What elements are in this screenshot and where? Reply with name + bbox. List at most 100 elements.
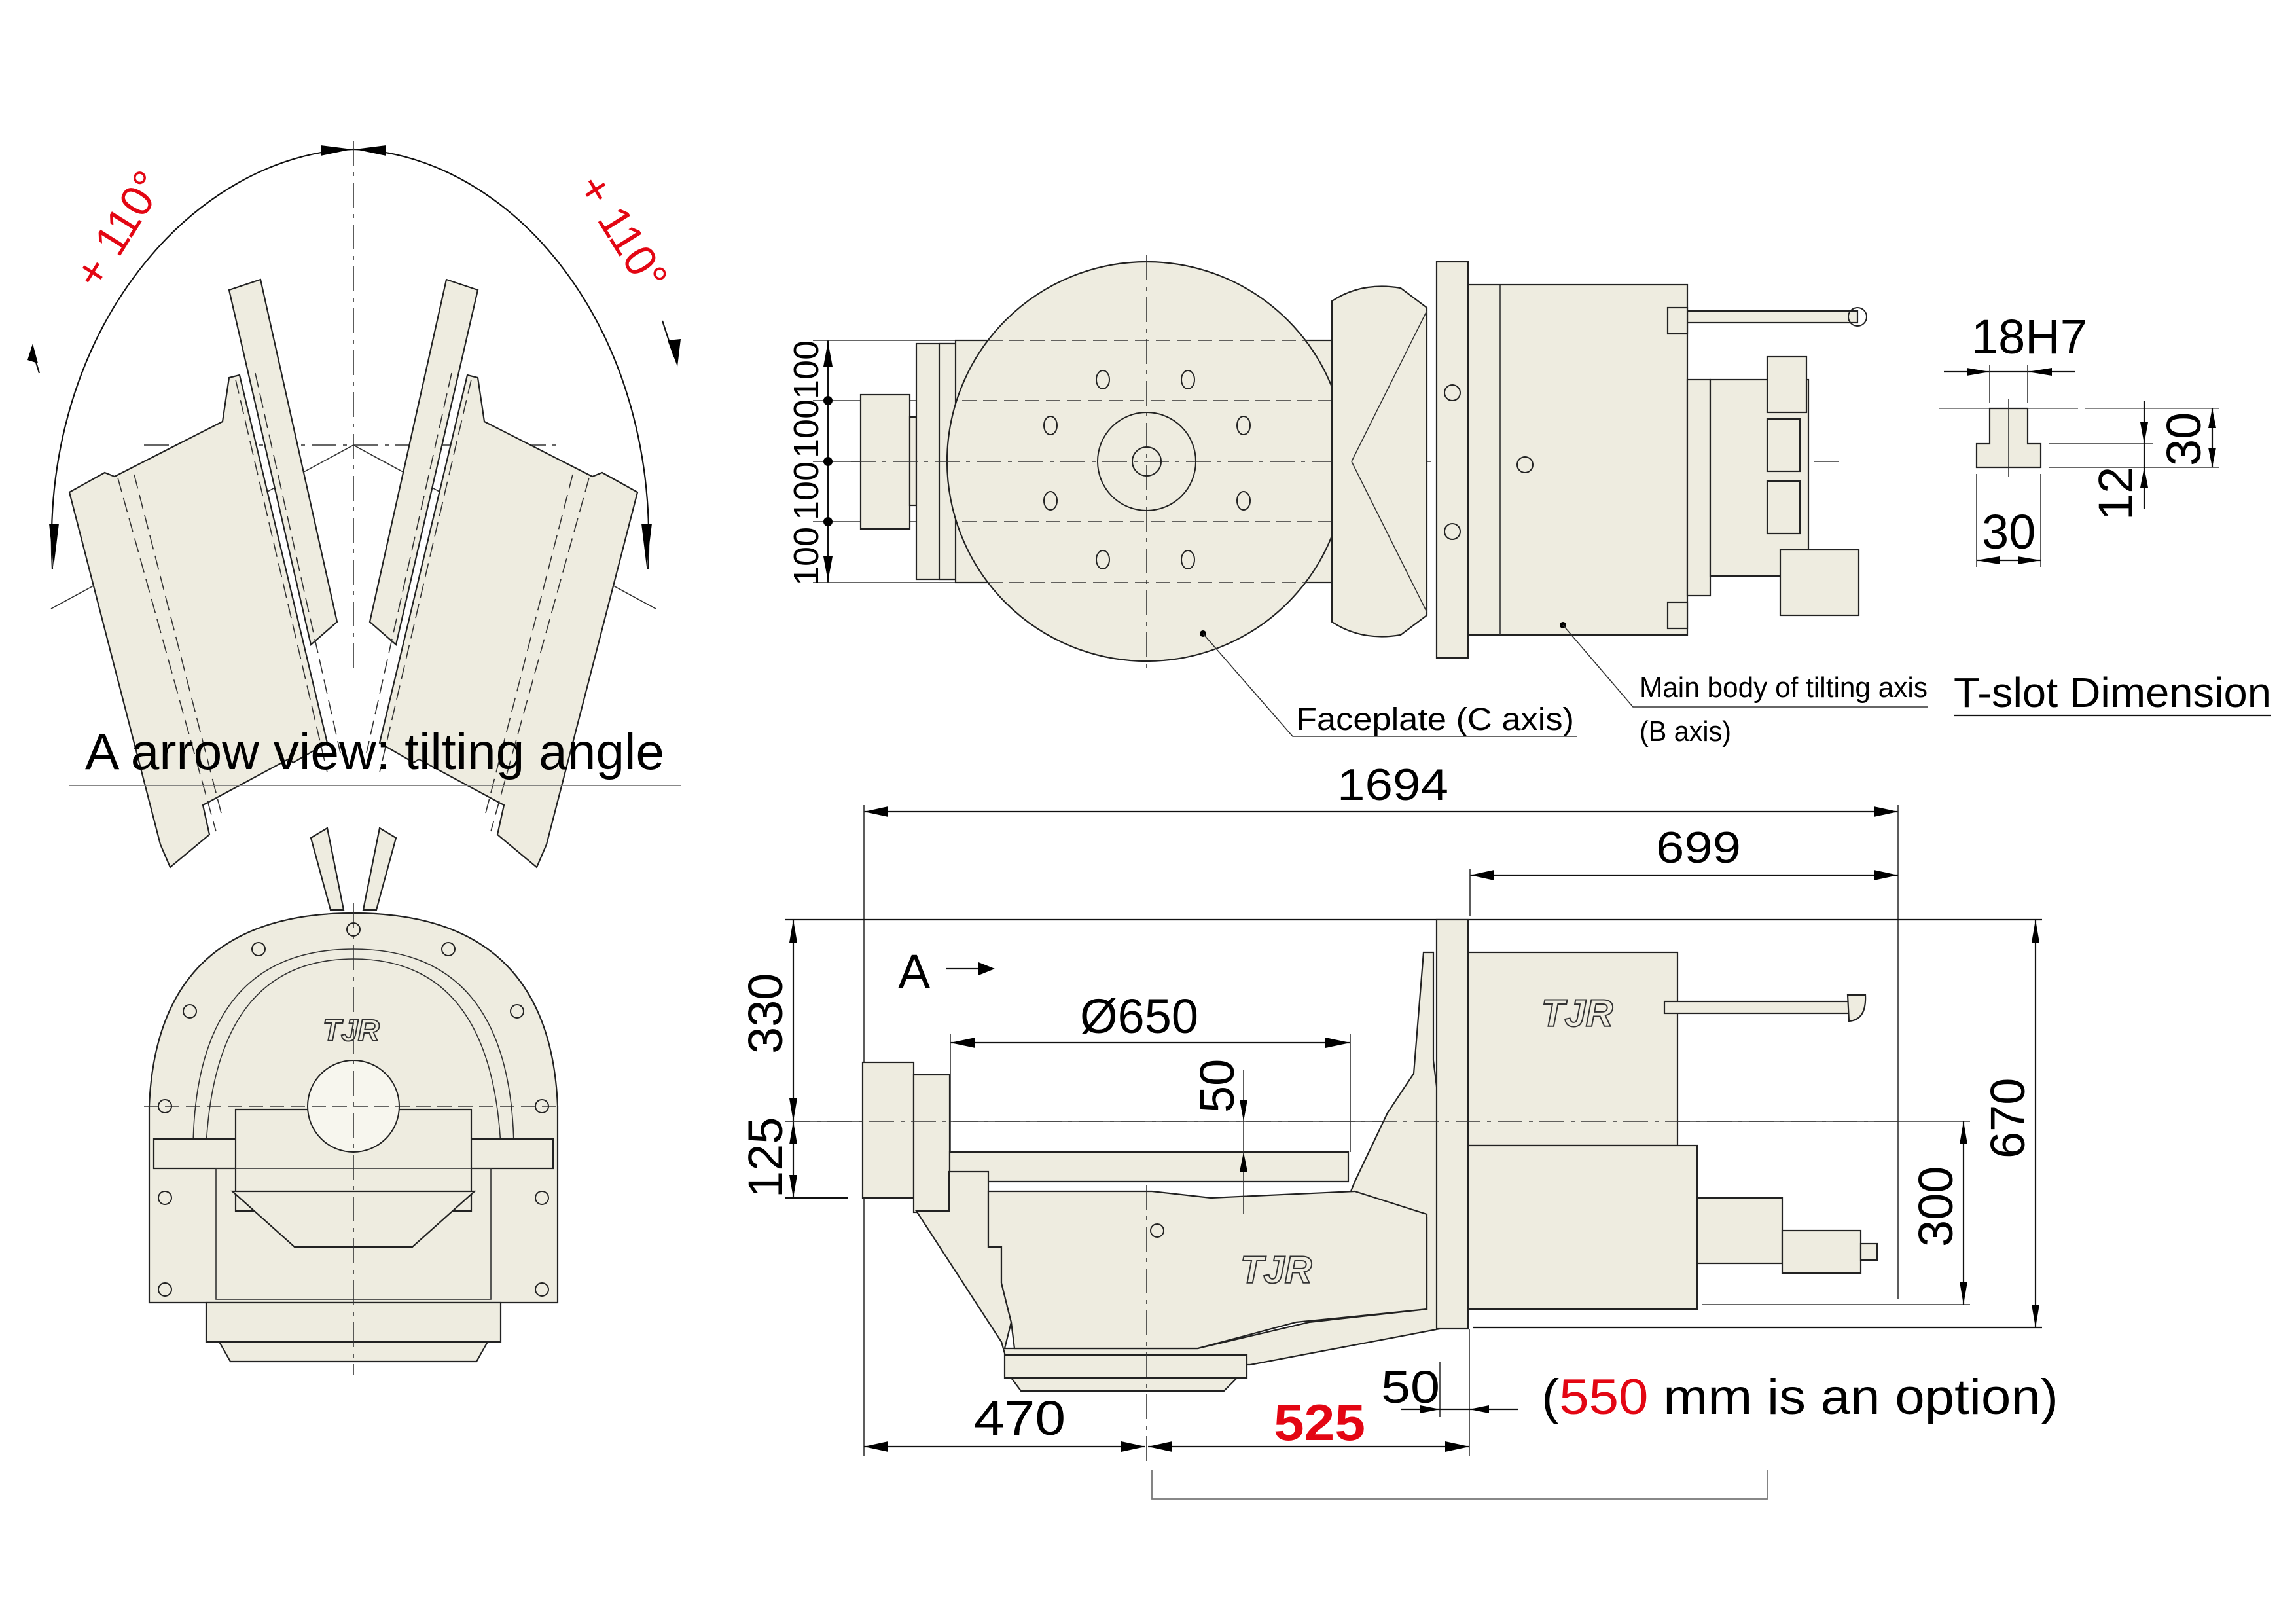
h670-arrow-bottom-icon — [2032, 1305, 2039, 1327]
h300-arrow-top-icon — [1960, 1121, 1967, 1144]
faceplate-hole — [1181, 370, 1195, 389]
side-fitting — [1859, 1242, 1878, 1261]
overall-arrow-right-icon — [1874, 806, 1898, 817]
faceplate-leader — [1202, 633, 1577, 737]
pitch-dim-2: 100 — [787, 399, 826, 458]
dia-arrow-left-icon — [950, 1038, 975, 1048]
flange-hole — [1444, 523, 1461, 540]
tslot-head-height-label: 12 — [2089, 467, 2143, 520]
tjr-logo-side-lower: TJR — [1240, 1249, 1312, 1291]
tslot-title: T-slot Dimension — [1954, 669, 2271, 716]
tslot-width-arrow-left-icon — [1967, 368, 1990, 376]
tilted-body-left — [68, 278, 345, 911]
pitch-arrow-bottom-icon — [823, 556, 833, 581]
front-hole — [535, 1099, 549, 1113]
tjr-logo-front: TJR — [323, 1013, 380, 1047]
side-hole — [1150, 1223, 1164, 1238]
offset-arrow-bottom-icon — [1240, 1152, 1247, 1172]
tslot-hw-arrow-right-icon — [2018, 556, 2041, 564]
hub-center — [1132, 446, 1162, 477]
faceplate-hole — [1096, 550, 1110, 569]
option-note-prefix: ( — [1541, 1369, 1559, 1425]
offset-arrow-top-icon — [1240, 1100, 1247, 1121]
tjr-logo-side-upper: TJR — [1541, 992, 1613, 1035]
fitting — [1666, 306, 1689, 335]
faceplate-diameter-label: Ø650 — [1080, 989, 1198, 1043]
a-arrow-view-caption: A arrow view: tilting angle — [85, 723, 664, 780]
side-b-flange — [1435, 918, 1469, 1330]
arc-end-arrow-left-icon — [49, 524, 59, 567]
t-slot-dimension: 18H7 30 12 30 T-slot Dimension — [1939, 310, 2271, 717]
center-height-label: 125 — [738, 1117, 793, 1198]
faceplate-label: Faceplate (C axis) — [1296, 702, 1574, 737]
valve — [1766, 418, 1801, 473]
base-gap-label: 50 — [1381, 1362, 1440, 1413]
tslot-head-width-label: 30 — [1982, 505, 2036, 559]
tilt-angle-left-label: + 110° — [64, 162, 173, 297]
side-hose-elbow — [1846, 994, 1867, 1022]
main-body-b-axis — [1467, 283, 1689, 636]
cradle-edge — [1351, 461, 1427, 613]
h125-arrow-bottom-icon — [789, 1175, 797, 1198]
base-rear-label: 525 — [1274, 1394, 1365, 1451]
fitting — [1666, 601, 1689, 630]
tslot-depth-label: 30 — [2157, 412, 2211, 466]
bf-arrow-left-icon — [864, 1441, 888, 1452]
rotation-arrowhead-left-icon — [27, 344, 38, 363]
tslot-hw-arrow-left-icon — [1977, 556, 2000, 564]
pitch-dim-1: 100 — [787, 340, 826, 399]
rotation-arrowhead-right-icon — [668, 339, 681, 367]
side-b-main-body — [1467, 1144, 1698, 1310]
front-hole — [158, 1191, 172, 1205]
front-hole — [535, 1282, 549, 1297]
tslot-width-label: 18H7 — [1971, 310, 2087, 364]
arc-arrowhead-left-icon — [321, 145, 352, 156]
body-hole — [1516, 456, 1534, 473]
side-view: 1694 699 330 125 670 300 A — [738, 760, 2058, 1500]
front-hole — [441, 942, 456, 956]
front-hole — [251, 942, 266, 956]
valve — [1766, 355, 1808, 414]
h300-arrow-bottom-icon — [1960, 1282, 1967, 1305]
side-pressure-unit — [1781, 1229, 1862, 1274]
motor-height-label: 300 — [1909, 1166, 1963, 1247]
side-base-foot — [1009, 1377, 1239, 1392]
front-hole — [158, 1099, 172, 1113]
side-hose — [1663, 1000, 1856, 1015]
tilt-angle-right-label: + 110° — [567, 166, 677, 300]
valve — [1766, 480, 1801, 535]
br-arrow-left-icon — [1148, 1441, 1172, 1452]
option-bracket — [1151, 1470, 1768, 1500]
side-base — [1003, 1354, 1248, 1379]
b-axis-flange — [1435, 261, 1469, 659]
front-hole — [158, 1282, 172, 1297]
pitch-arrow-top-icon — [823, 342, 833, 367]
option-note: (550 mm is an option) — [1541, 1369, 2058, 1425]
side-valve — [1696, 1197, 1784, 1265]
hose-pipe — [1686, 310, 1859, 324]
front-hole — [346, 922, 361, 937]
h330-arrow-bottom-icon — [789, 1098, 797, 1121]
main-body-label-line1: Main body of tilting axis — [1640, 672, 1928, 704]
side-c-motor — [861, 1061, 915, 1199]
main-body-leader — [1562, 624, 1928, 708]
body-arrow-right-icon — [1874, 870, 1898, 880]
faceplate-hole — [1096, 370, 1110, 389]
faceplate-offset-label: 50 — [1190, 1059, 1244, 1113]
arc-arrowhead-right-icon — [355, 145, 386, 156]
hose-fitting — [1848, 307, 1867, 327]
main-body-label-line2: (B axis) — [1640, 715, 1731, 748]
pitch-dot-2 — [823, 457, 833, 466]
pitch-dim-3: 100 — [787, 461, 826, 520]
top-view: 100 100 100 100 — [787, 255, 1928, 748]
faceplate-hole — [1181, 550, 1195, 569]
side-cradle-lower — [987, 1190, 1428, 1350]
tslot-width-arrow-right-icon — [2028, 368, 2052, 376]
front-hole — [183, 1004, 197, 1019]
faceplate-hole — [1236, 491, 1251, 511]
option-note-value: 550 — [1559, 1369, 1648, 1425]
overall-height-label: 670 — [1981, 1078, 2035, 1159]
view-arrow-icon — [978, 962, 995, 975]
overall-length-label: 1694 — [1337, 760, 1448, 810]
